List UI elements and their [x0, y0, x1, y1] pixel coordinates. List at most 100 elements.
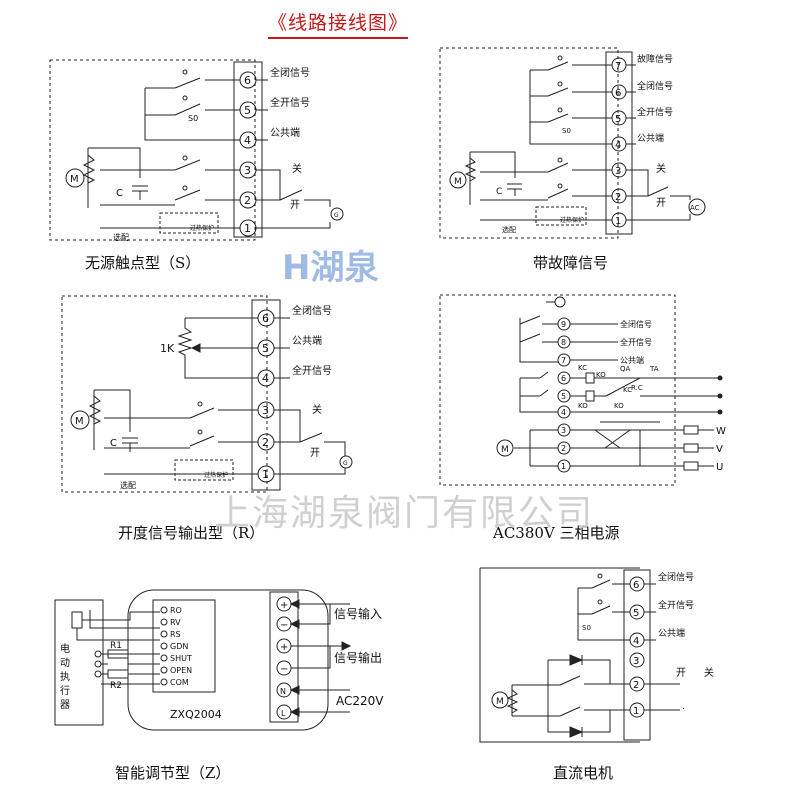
fault-signal-label: 公共端: [637, 132, 664, 144]
r-signal-label: 公共端: [292, 334, 322, 347]
s-contact: [182, 69, 188, 75]
diagram-fault: 7 6 5 4 3 2 1 故障信号 全闭信号 全开信号 公共端 S0 M C …: [439, 47, 706, 272]
z-actuator-terminal: [94, 670, 102, 678]
dc-lead-mark: ·: [682, 704, 685, 715]
ac380-ko-label-3: KO: [614, 402, 624, 410]
z-polarity-label: +: [280, 600, 288, 611]
ac380-dashed-enclosure: [439, 294, 676, 486]
r-motor-symbol: [70, 410, 90, 430]
fault-terminal-num: 2: [615, 192, 621, 203]
ac380-relay-ko: [585, 390, 595, 402]
s-open-label: 开: [290, 200, 300, 211]
z-r1-label: R1: [110, 641, 122, 651]
ac380-rc-label: R.C: [631, 384, 643, 392]
z-input-arrows: [289, 599, 300, 717]
s-source-symbol: [330, 207, 344, 221]
page-title: 《线路接线图》: [268, 8, 409, 39]
z-signal-out-label: 信号输出: [334, 650, 382, 665]
s-terminal-num: 1: [244, 222, 251, 235]
ac380-top-contact: [554, 296, 566, 308]
ac380-terminal-num: 8: [561, 338, 566, 347]
ac380-limit-switches: [519, 315, 558, 363]
z-feedback-wiring: [76, 610, 160, 641]
z-module-label: ZXQ2004: [170, 708, 222, 721]
ac380-kc-label-2: KC: [623, 386, 632, 394]
z-pin-block: [152, 599, 216, 693]
ac380-kc-label: KC: [578, 364, 587, 372]
r-terminal-num: 5: [262, 342, 269, 355]
z-pin: [160, 630, 168, 638]
ac380-terminal-num: 1: [561, 462, 566, 471]
z-pin: [160, 618, 168, 626]
caption-z: 智能调节型（Z）: [115, 764, 230, 782]
diagram-z: 电 动 执 行 器 R1 R2 ZXQ2004 RO RV RS GDN: [54, 589, 384, 782]
watermark-logo-text: 湖泉: [310, 248, 379, 288]
z-terminal-strip: [269, 591, 299, 723]
z-pins: RO RV RS GDN SHUT OPEN COM: [160, 606, 192, 687]
ac380-signal-label: 全闭信号: [620, 319, 652, 329]
ac380-relay-kc: [585, 372, 595, 384]
r-open-label: 开: [310, 448, 320, 459]
diagram-s: 6 5 4 3 2 1 全闭信号 全开信号 公共端 S0 M C 过热保护 选配: [49, 59, 344, 272]
ac380-ta-label: TA: [649, 365, 659, 373]
z-pin: [160, 606, 168, 614]
fault-contact: [557, 107, 563, 113]
s-switch-bus: [144, 87, 240, 141]
dc-terminal-num: 1: [633, 706, 639, 717]
ac380-phase-label: U: [716, 462, 723, 473]
s-terminal-num: 4: [244, 134, 251, 147]
z-actuator-box: [54, 599, 104, 726]
fault-terminal-num: 7: [615, 61, 621, 72]
z-pin-label: RS: [170, 630, 181, 639]
fault-cap-label: C: [496, 187, 502, 197]
s-so-label: S0: [188, 114, 198, 123]
z-pin: [160, 654, 168, 662]
r-terminal-num: 1: [262, 468, 269, 481]
fault-external-wiring: [626, 169, 691, 221]
z-external-wiring: [291, 603, 350, 713]
dc-limit-switches: [577, 579, 630, 641]
fault-ac-source-symbol: [688, 198, 706, 216]
fault-contact: [557, 55, 563, 61]
ac380-signal-leads: [570, 323, 618, 361]
dc-motor-switches: [506, 675, 610, 717]
caption-dc: 直流电机: [553, 764, 613, 782]
z-pin-label: RO: [170, 606, 182, 615]
z-pin-label: SHUT: [170, 654, 192, 663]
r-signal-label: 全开信号: [292, 364, 332, 377]
watermark-company: 上海湖泉阀门有限公司: [214, 493, 595, 534]
fault-open-label: 开: [656, 198, 666, 209]
fault-contact: [557, 157, 563, 163]
z-polarity-label: N: [280, 687, 286, 696]
diagram-r: 6 5 4 3 2 1 全闭信号 公共端 全开信号 1K M C 过热保护 选配…: [61, 295, 353, 542]
fault-terminal-num: 5: [615, 114, 621, 125]
ac380-terminal-num: 4: [561, 408, 566, 417]
z-actuator-char: 电: [60, 642, 70, 655]
r-terminals: 6 5 4 3 2 1: [257, 309, 275, 483]
z-pin-label: COM: [170, 678, 189, 687]
dc-terminal: [629, 652, 645, 668]
dc-signal-label: 全闭信号: [658, 571, 694, 583]
ac380-phase-label: W: [716, 426, 726, 437]
r-direction-switches: [104, 407, 258, 449]
ac380-phase-label: V: [716, 444, 723, 455]
ac380-motor-leads: [514, 429, 558, 467]
r-close-label: 关: [312, 403, 322, 416]
s-limit-switch: [174, 77, 240, 116]
s-motor-label: M: [70, 174, 79, 185]
s-winding: [82, 147, 141, 208]
caption-s: 无源触点型（S）: [85, 254, 200, 272]
fault-motor-symbol: [449, 171, 467, 189]
fault-winding: [464, 151, 516, 205]
ac380-terminal-num: 2: [561, 444, 566, 453]
dc-diode: [569, 654, 584, 738]
s-terminal-num: 2: [244, 194, 251, 207]
r-terminal-num: 2: [262, 436, 269, 449]
z-output-arrow: [341, 641, 352, 651]
r-potentiometer: [177, 317, 258, 379]
fault-close-label: 关: [656, 162, 666, 175]
fault-ac-label: AC: [690, 204, 700, 212]
ac380-motor-label: M: [501, 445, 509, 455]
ac380-motor-symbol: [496, 439, 514, 457]
r-signal-leads: [274, 317, 290, 379]
